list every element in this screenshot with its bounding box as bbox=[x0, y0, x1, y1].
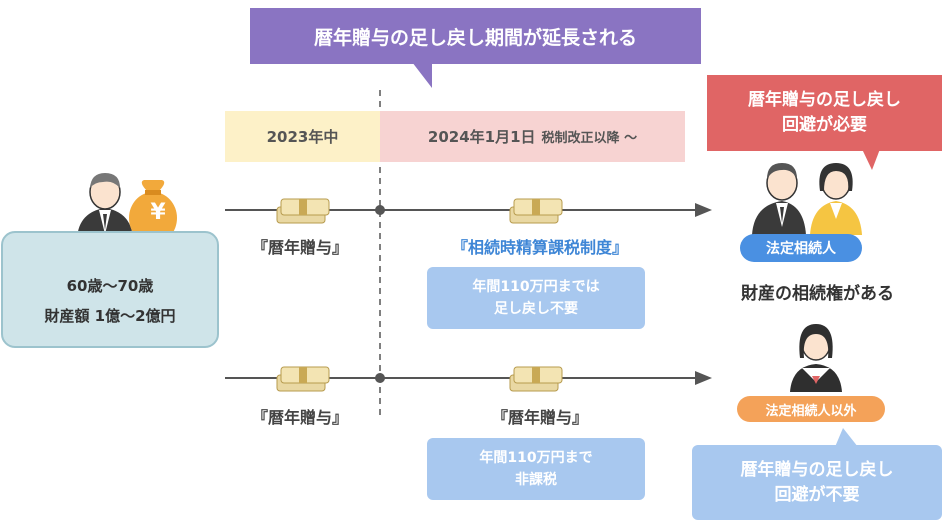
blue-callout-tail bbox=[835, 428, 858, 447]
donor-assets: 財産額 1億〜2億円 bbox=[44, 306, 176, 325]
non-heirs-callout-line1: 暦年贈与の足し戻し bbox=[740, 459, 894, 480]
businessman-icon bbox=[77, 173, 133, 238]
bottom-note-line2: 非課税 bbox=[515, 472, 557, 488]
legal-heir-badge: 法定相続人 bbox=[740, 234, 862, 262]
yen-symbol: ¥ bbox=[150, 199, 166, 225]
donor-info-box: 60歳〜70歳 財産額 1億〜2億円 bbox=[1, 231, 219, 348]
bottom-right-label: 『暦年贈与』 bbox=[491, 408, 588, 427]
non-heirs-callout-line2: 回避が不要 bbox=[774, 484, 860, 505]
non-heirs-callout: 暦年贈与の足し戻し 回避が不要 bbox=[692, 445, 942, 520]
period-2023-label: 2023年中 bbox=[266, 128, 339, 146]
bottom-note-line1: 年間110万円まで bbox=[479, 450, 593, 466]
bottom-left-label: 『暦年贈与』 bbox=[251, 408, 348, 427]
timeline-top-node bbox=[375, 205, 385, 215]
top-banner: 暦年贈与の足し戻し期間が延長される bbox=[250, 8, 701, 64]
inheritance-rights-text: 財産の相続権がある bbox=[741, 284, 894, 304]
timeline-bottom-arrowhead bbox=[695, 371, 712, 385]
top-note-line2: 足し戻し不要 bbox=[494, 301, 578, 317]
period-2024-date: 2024年1月1日 bbox=[427, 128, 536, 146]
student-girl-icon bbox=[790, 324, 842, 392]
top-right-label: 『相続時精算課税制度』 bbox=[451, 238, 628, 257]
cash-bundle-icon bbox=[509, 198, 563, 224]
period-2024: 2024年1月1日 税制改正以降 〜 bbox=[380, 111, 685, 162]
top-note-box: 年間110万円までは 足し戻し不要 bbox=[427, 267, 645, 329]
heirs-callout-line2: 回避が必要 bbox=[782, 115, 867, 135]
donor-age: 60歳〜70歳 bbox=[66, 276, 154, 295]
couple-icon bbox=[752, 163, 862, 235]
top-note-line1: 年間110万円までは bbox=[472, 279, 600, 295]
timeline-bottom-node bbox=[375, 373, 385, 383]
top-left-label: 『暦年贈与』 bbox=[251, 238, 348, 257]
period-2023: 2023年中 bbox=[225, 111, 380, 162]
timeline-top-arrowhead bbox=[695, 203, 712, 217]
heirs-callout-line1: 暦年贈与の足し戻し bbox=[748, 90, 901, 110]
heirs-callout: 暦年贈与の足し戻し 回避が必要 bbox=[707, 75, 942, 151]
cash-bundle-icon bbox=[276, 198, 330, 224]
cash-bundle-icon bbox=[509, 366, 563, 392]
banner-text: 暦年贈与の足し戻し期間が延長される bbox=[313, 26, 637, 49]
banner-tail bbox=[412, 62, 432, 88]
non-legal-heir-badge: 法定相続人以外 bbox=[737, 396, 885, 422]
red-callout-tail bbox=[862, 149, 880, 170]
cash-bundle-icon bbox=[276, 366, 330, 392]
bottom-note-box: 年間110万円まで 非課税 bbox=[427, 438, 645, 500]
period-2024-sub: 税制改正以降 〜 bbox=[541, 131, 638, 146]
